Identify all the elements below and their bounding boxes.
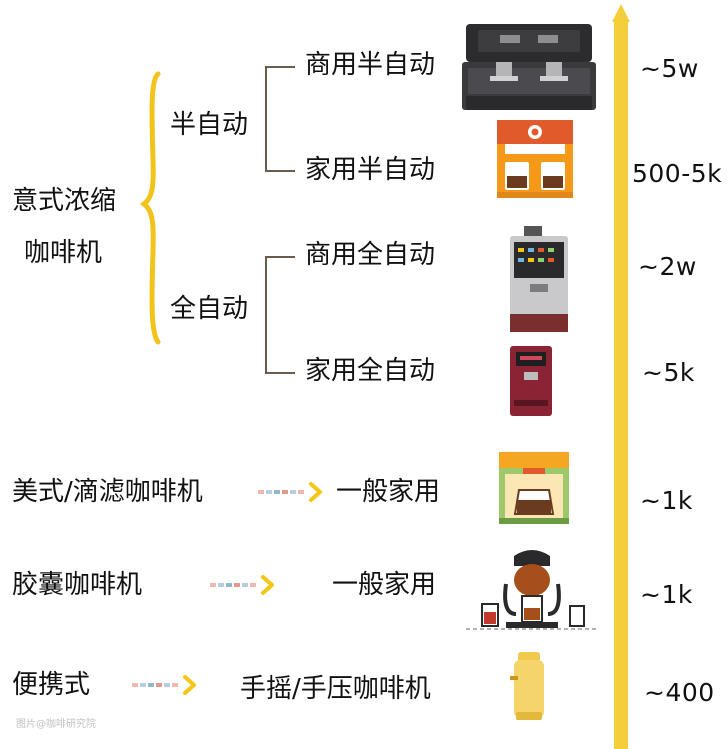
home-espresso-machine-icon [497, 120, 573, 198]
watermark: 图片@咖啡研究院 [16, 719, 96, 730]
connector-semi-top [265, 66, 295, 68]
home-automatic-machine-icon [510, 346, 552, 416]
group-full-auto: 全自动 [170, 294, 249, 324]
price-capsule: ~1k [640, 580, 693, 609]
portable-arrow [132, 674, 198, 696]
price-commercial-semi: ~5w [640, 54, 699, 83]
portable-usage: 手摇/手压咖啡机 [240, 674, 431, 704]
chevron-right-icon [261, 575, 274, 595]
connector-semi-vertical [265, 66, 267, 172]
drip-usage: 一般家用 [336, 477, 441, 507]
price-portable: ~400 [644, 678, 715, 707]
connector-full-bottom [265, 372, 295, 374]
price-drip: ~1k [640, 486, 693, 515]
drip-arrow [258, 481, 324, 503]
portable-label: 便携式 [12, 670, 91, 700]
portable-coffee-maker-icon [510, 652, 544, 720]
drip-coffee-maker-icon [499, 452, 569, 524]
leaf-commercial-full: 商用全自动 [305, 240, 436, 270]
capsule-usage: 一般家用 [332, 570, 437, 600]
connector-full-top [265, 256, 295, 258]
price-axis-arrow [612, 4, 630, 749]
chevron-right-icon [183, 675, 196, 695]
group-semi-auto: 半自动 [170, 110, 249, 140]
root-label-line1: 意式浓缩 [12, 186, 117, 216]
price-commercial-full: ~2w [638, 252, 697, 281]
commercial-automatic-machine-icon [510, 226, 568, 332]
drip-coffee-label: 美式/滴滤咖啡机 [12, 477, 203, 507]
leaf-home-full: 家用全自动 [305, 356, 436, 386]
leaf-home-semi: 家用半自动 [305, 155, 436, 185]
connector-full-vertical [265, 256, 267, 374]
capsule-machine-icon [466, 550, 596, 630]
capsule-arrow [210, 574, 276, 596]
connector-semi-bottom [265, 170, 295, 172]
price-home-full: ~5k [642, 358, 695, 387]
root-label-line2: 咖啡机 [24, 238, 103, 268]
leaf-commercial-semi: 商用半自动 [305, 50, 436, 80]
chevron-right-icon [309, 482, 322, 502]
price-home-semi: 500-5k [632, 159, 723, 188]
root-brace [140, 71, 161, 345]
commercial-espresso-machine-icon [462, 24, 596, 110]
capsule-label: 胶囊咖啡机 [12, 570, 143, 600]
